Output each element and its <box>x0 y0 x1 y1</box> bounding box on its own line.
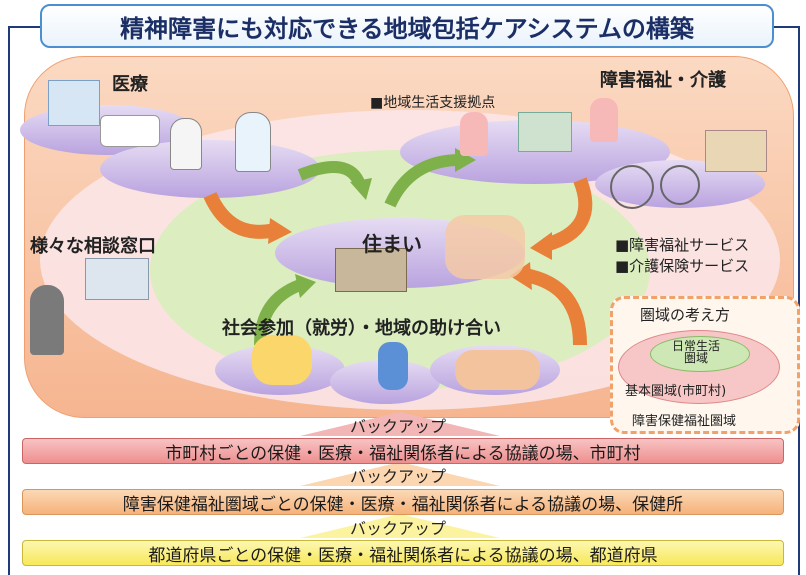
wheelchair-icon <box>610 165 654 209</box>
welfare-building-icon <box>518 112 572 152</box>
office-icon <box>85 258 149 300</box>
backup-label-3: バックアップ <box>350 519 447 538</box>
house-icon <box>335 248 407 292</box>
care-facility-icon <box>705 130 767 172</box>
zone-daily-ellipse <box>650 336 750 372</box>
nurse-icon <box>235 112 271 172</box>
label-housing: 住まい <box>362 232 422 256</box>
bullet-regional-base: ■地域生活支援拠点 <box>370 95 496 111</box>
page-title: 精神障害にも対応できる地域包括ケアシステムの構築 <box>40 4 774 48</box>
frame-line-left <box>8 26 10 575</box>
label-participation: 社会参加（就労）・地域の助け合い <box>222 318 501 339</box>
backup-label-2: バックアップ <box>350 467 447 486</box>
wheelchair-icon-2 <box>660 165 700 205</box>
ambulance-icon <box>100 115 160 147</box>
label-medical: 医療 <box>112 74 148 95</box>
welfare-zone-bar: 障害保健福祉圏域ごとの保健・医療・福祉関係者による協議の場、保健所 <box>22 489 784 515</box>
frame-line-top-left <box>8 26 40 28</box>
family-icon <box>445 215 525 279</box>
staff-icon <box>460 112 488 156</box>
frame-line-right <box>798 26 800 575</box>
worker-icon <box>252 335 312 385</box>
zone-welfare-label: 障害保健福祉圏域 <box>632 414 737 429</box>
prefecture-bar: 都道府県ごとの保健・医療・福祉関係者による協議の場、都道府県 <box>22 540 784 566</box>
medical-ellipse-2 <box>100 140 320 198</box>
zone-daily-label: 日常生活 圏域 <box>672 339 721 365</box>
bullet-welfare-services: ■障害福祉サービス <box>615 236 750 254</box>
zone-basic-label: 基本圏域(市町村) <box>625 384 727 399</box>
label-welfare-care: 障害福祉・介護 <box>600 70 726 91</box>
frame-line-top-right <box>774 26 800 28</box>
backup-label-1: バックアップ <box>350 417 447 436</box>
bullet-care-services: ■介護保険サービス <box>615 257 750 275</box>
zone-legend-heading: 圏域の考え方 <box>640 306 731 324</box>
child-icon <box>378 342 408 390</box>
municipal-bar: 市町村ごとの保健・医療・福祉関係者による協議の場、市町村 <box>22 438 784 464</box>
community-people-icon <box>455 350 540 390</box>
doctor-icon <box>170 118 202 170</box>
hospital-icon <box>48 80 100 126</box>
staff-icon-2 <box>590 98 618 142</box>
label-consultation: 様々な相談窓口 <box>30 236 156 257</box>
counselor-icon <box>30 285 64 355</box>
